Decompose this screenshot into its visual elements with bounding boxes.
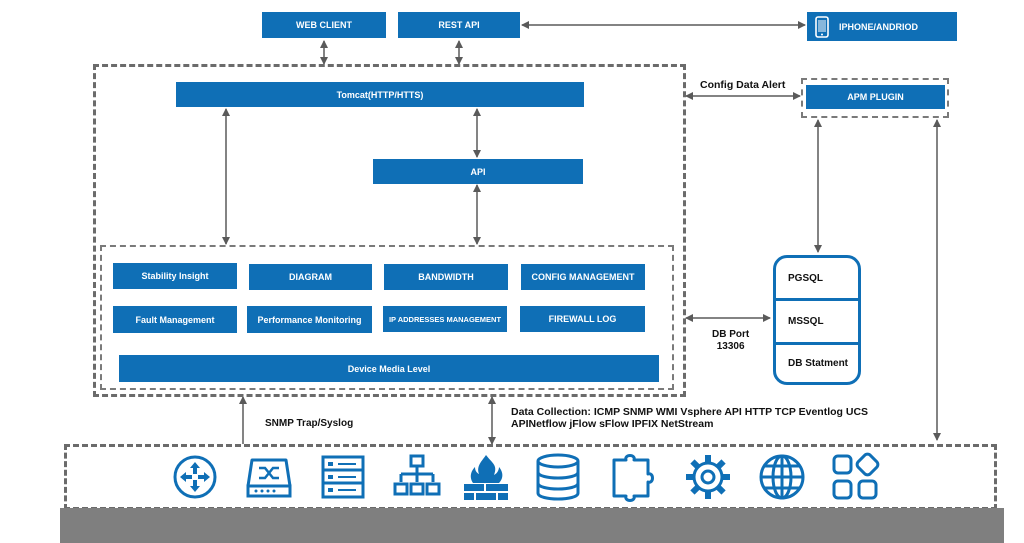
diagram-box: DIAGRAM [249,264,372,290]
network-tree-icon [393,454,441,496]
performance-monitoring-label: Performance Monitoring [257,314,362,325]
stability-insight-label: Stability Insight [141,271,209,281]
router-icon [173,455,217,499]
web-client-label: WEB CLIENT [296,20,352,30]
fault-management-box: Fault Management [113,306,237,333]
snmp-trap-label: SNMP Trap/Syslog [265,418,354,429]
diagram-label: DIAGRAM [289,272,332,282]
pgsql-section: PGSQL [776,258,858,298]
tomcat-box: Tomcat(HTTP/HTTS) [176,82,584,107]
data-collection-label: Data Collection: ICMP SNMP WMI Vsphere A… [511,406,868,430]
apm-plugin-box: APM PLUGIN [806,85,945,109]
api-label: API [470,166,486,177]
mssql-label: MSSQL [788,315,824,327]
bandwidth-label: BANDWIDTH [418,272,474,282]
server-icon [321,455,365,499]
ip-addresses-management-label: IP ADDRESSES MANAGEMENT [388,314,502,324]
ground-bar [60,508,1004,543]
pgsql-label: PGSQL [788,272,824,284]
database-icon [536,453,580,501]
performance-monitoring-box: Performance Monitoring [247,306,372,333]
firewall-icon [464,455,508,500]
phone-icon [815,16,829,38]
mssql-section: MSSQL [776,301,858,341]
db-port-line2: 13306 [716,341,745,352]
device-media-level-box: Device Media Level [119,355,659,382]
config-management-label: CONFIG MANAGEMENT [531,272,635,282]
data-collection-line2: APINetflow jFlow sFlow IPFIX NetStream [511,418,714,430]
switch-icon [246,458,292,498]
ip-addresses-management-box: IP ADDRESSES MANAGEMENT [383,306,507,332]
bandwidth-box: BANDWIDTH [384,264,508,290]
globe-icon [759,454,805,500]
firewall-log-box: FIREWALL LOG [520,306,645,332]
db-statment-section: DB Statment [776,345,858,382]
puzzle-icon [612,454,654,502]
rest-api-box: REST API [398,12,520,38]
modules-boundary [100,245,674,390]
config-management-box: CONFIG MANAGEMENT [521,264,645,290]
database-cylinder: PGSQL MSSQL DB Statment [773,255,861,385]
db-divider [776,298,858,301]
db-port-line1: DB Port [712,329,750,340]
rest-api-label: REST API [438,20,480,30]
device-media-level-label: Device Media Level [347,363,431,374]
api-box: API [373,159,583,184]
tomcat-label: Tomcat(HTTP/HTTS) [336,89,424,100]
db-statment-label: DB Statment [788,358,849,369]
firewall-log-label: FIREWALL LOG [548,314,617,324]
stability-insight-box: Stability Insight [113,263,237,289]
data-collection-line1: Data Collection: ICMP SNMP WMI Vsphere A… [511,406,869,418]
config-data-alert-label: Config Data Alert [700,79,786,91]
db-port-label: DB Port 13306 [712,329,749,353]
apm-plugin-label: APM PLUGIN [847,92,904,102]
gear-icon [686,455,730,499]
iphone-android-box: IPHONE/ANDRIOD [807,12,957,41]
server-boundary [93,64,686,397]
apps-icon [832,452,880,500]
web-client-box: WEB CLIENT [262,12,386,38]
db-divider [776,342,858,345]
fault-management-label: Fault Management [135,314,215,325]
iphone-android-label: IPHONE/ANDRIOD [839,21,919,32]
apm-plugin-boundary [801,78,949,118]
